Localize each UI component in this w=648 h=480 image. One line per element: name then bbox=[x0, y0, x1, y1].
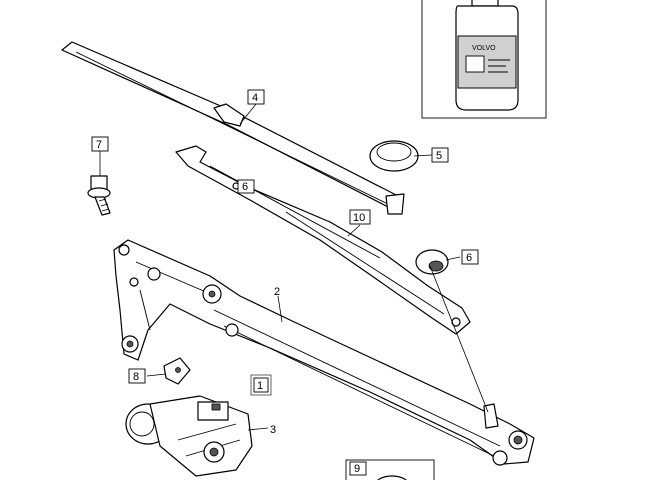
callout-6-lower-label: 6 bbox=[466, 252, 472, 264]
callout-4-label: 4 bbox=[252, 92, 258, 104]
callout-7-label: 7 bbox=[96, 139, 102, 151]
washer-fluid-bottle: VOLVO bbox=[455, 0, 519, 111]
callout-10-label: 10 bbox=[353, 212, 365, 224]
callout-8: 8 bbox=[128, 368, 146, 384]
leader-lines bbox=[99, 103, 489, 431]
callout-10: 10 bbox=[349, 209, 371, 225]
wiper-motor-part-3 bbox=[125, 395, 253, 477]
wiper-linkage-frame-part-2 bbox=[113, 239, 535, 466]
callout-5: 5 bbox=[431, 147, 449, 163]
wiper-blade-part-4 bbox=[61, 41, 405, 215]
callout-9: 9 bbox=[349, 461, 367, 476]
cap-part-5 bbox=[369, 140, 419, 172]
bolt-part-7 bbox=[87, 175, 111, 216]
callout-9-label: 9 bbox=[354, 463, 360, 475]
callout-6-upper-label: 6 bbox=[242, 181, 248, 193]
callout-4: 4 bbox=[247, 89, 265, 105]
bottle-brand-label: VOLVO bbox=[472, 45, 496, 52]
callout-8-label: 8 bbox=[133, 371, 139, 383]
callout-6-lower: 6 bbox=[461, 249, 479, 265]
callout-3: 3 bbox=[270, 424, 276, 436]
callout-2-label: 2 bbox=[274, 286, 280, 298]
bracket-part-8 bbox=[163, 357, 191, 385]
callout-1: 1 bbox=[250, 374, 272, 396]
washer-fluid-bottle-inset: VOLVO bbox=[421, 0, 547, 119]
callout-6-upper: 6 bbox=[237, 179, 255, 194]
callout-3-label: 3 bbox=[270, 424, 276, 436]
callout-2: 2 bbox=[274, 286, 280, 298]
callout-7: 7 bbox=[91, 136, 109, 152]
callout-labels: 1 2 3 4 5 6 6 7 8 bbox=[91, 89, 479, 476]
nut-part-6-lower bbox=[415, 249, 449, 275]
part-9-partial bbox=[345, 459, 435, 480]
callout-1-label: 1 bbox=[257, 380, 263, 392]
callout-5-label: 5 bbox=[436, 150, 442, 162]
